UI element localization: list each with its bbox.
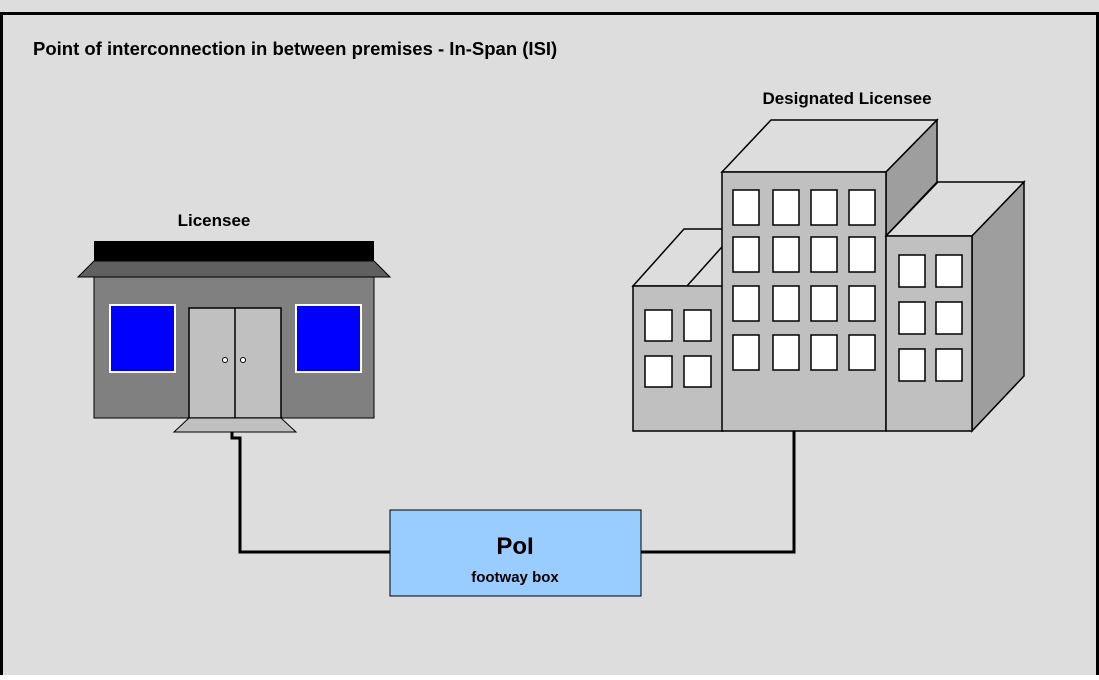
licensee-label: Licensee [178,211,251,230]
licensee-doorstep [172,417,298,433]
poi-box: PoI footway box [389,509,642,597]
designated-label: Designated Licensee [762,89,931,108]
window [644,355,673,388]
diagram-frame [0,12,1099,675]
poi-title: PoI [496,533,533,560]
window [935,254,963,288]
window [848,285,876,322]
window [848,334,876,371]
window [772,285,800,322]
window [732,334,760,371]
poi-subtitle: footway box [471,569,559,586]
window [810,236,838,273]
window [848,236,876,273]
window [732,236,760,273]
window [898,254,926,288]
licensee-window-right [295,304,362,373]
window [732,285,760,322]
window [732,189,760,226]
window [810,285,838,322]
licensee-door-knob-left [222,357,228,363]
window [772,236,800,273]
window [810,334,838,371]
window [810,189,838,226]
poi-box-shape [389,509,642,597]
window [683,355,712,388]
licensee-building [76,241,392,433]
cable-poi-to-designated [641,431,796,554]
window [683,309,712,342]
window [898,348,926,382]
licensee-door-knob-right [240,357,246,363]
diagram-title: Point of interconnection in between prem… [33,38,557,59]
window [772,189,800,226]
window [935,301,963,335]
window [898,301,926,335]
licensee-eave [76,260,392,278]
window [644,309,673,342]
cable-licensee-to-poi [230,431,390,554]
licensee-window-left [109,304,176,373]
window [935,348,963,382]
licensee-roof [94,241,374,261]
window [772,334,800,371]
designated-windows [644,189,963,388]
window [848,189,876,226]
